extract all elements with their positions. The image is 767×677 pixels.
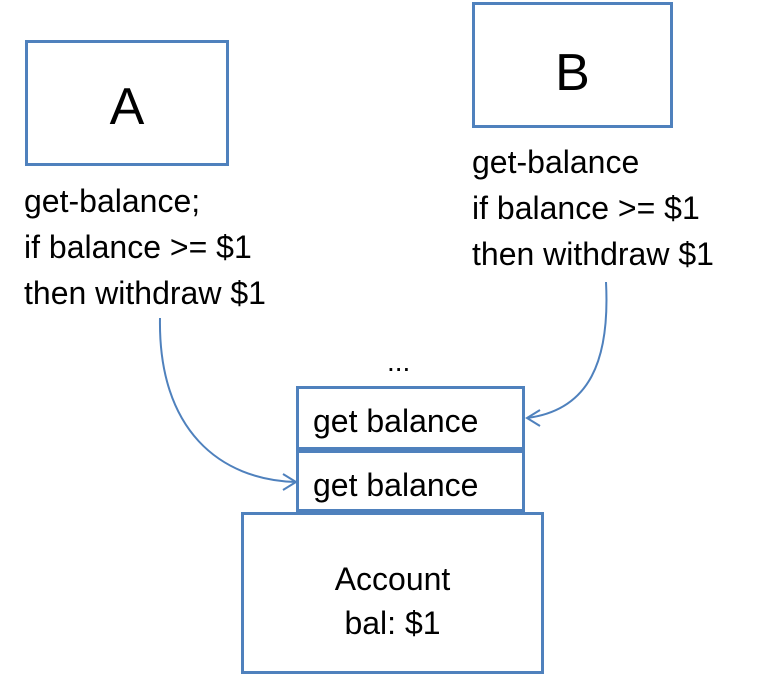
arrow-b-head [525,409,541,427]
queue-message-label: get balance [313,403,479,439]
actor-b-label: B [555,44,590,102]
arrow-b-to-queue [526,281,608,419]
actor-a-label: A [109,78,145,136]
actor-a-code-line: get-balance; [24,183,201,219]
actor-a-code-line: if balance >= $1 [24,229,252,265]
queue-message: get balance [296,450,525,512]
actor-b-code-line: then withdraw $1 [472,236,714,272]
arrow-a-head [282,473,298,491]
actor-b-code-line: get-balance [472,144,640,180]
actor-b-box: B [472,2,673,128]
actor-b-code-line: if balance >= $1 [472,190,700,226]
arrow-a-to-queue [158,317,297,483]
queue-message-label: get balance [313,467,479,503]
queue-message: get balance [296,386,525,450]
account-title: Account [334,561,451,597]
actor-a-code-line: then withdraw $1 [24,275,266,311]
account-balance: bal: $1 [344,605,441,641]
account-box: Account bal: $1 [241,512,544,674]
actor-a-code: get-balance; if balance >= $1 then withd… [24,178,266,316]
actor-a-box: A [25,40,229,166]
queue-ellipsis: ... [387,346,411,377]
actor-b-code: get-balance if balance >= $1 then withdr… [472,139,714,277]
